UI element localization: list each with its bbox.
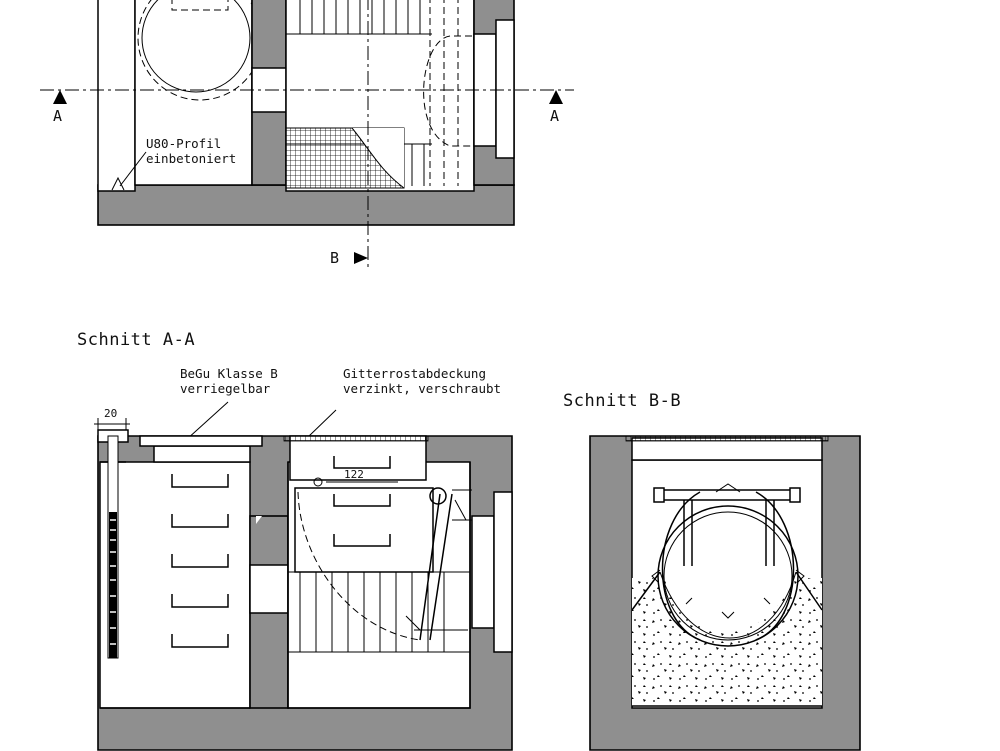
- section-bb-view: Schnitt B-B: [563, 391, 861, 751]
- profile-note-line2: einbetoniert: [146, 151, 236, 166]
- dimension-step: 122: [344, 468, 364, 481]
- cover-note-line1: BeGu Klasse B: [180, 366, 278, 381]
- box-steps: [333, 456, 391, 547]
- plan-section-label-a-right: A: [550, 107, 559, 125]
- section-arrow-a-left-icon: [53, 90, 67, 104]
- grate-note-line1: Gitterrostabdeckung: [343, 366, 486, 381]
- ladder-rungs: [171, 474, 229, 648]
- section-arrow-b-icon: [354, 252, 368, 264]
- cover-note-line2: verriegelbar: [180, 381, 271, 396]
- section-aa-view: Schnitt A-A BeGu Klasse B verriegelbar G…: [77, 330, 513, 751]
- plan-section-label-a-left: A: [53, 107, 62, 125]
- profile-note-line1: U80-Profil: [146, 136, 221, 151]
- grate-note-line2: verzinkt, verschraubt: [343, 381, 501, 396]
- plan-view: A A B U80-Profil einbetoniert: [40, 0, 574, 270]
- section-arrow-a-right-icon: [549, 90, 563, 104]
- plan-section-label-b: B: [330, 249, 339, 267]
- section-bb-title: Schnitt B-B: [563, 391, 681, 411]
- dimension-top-width: 20: [104, 407, 117, 420]
- section-aa-title: Schnitt A-A: [77, 330, 195, 350]
